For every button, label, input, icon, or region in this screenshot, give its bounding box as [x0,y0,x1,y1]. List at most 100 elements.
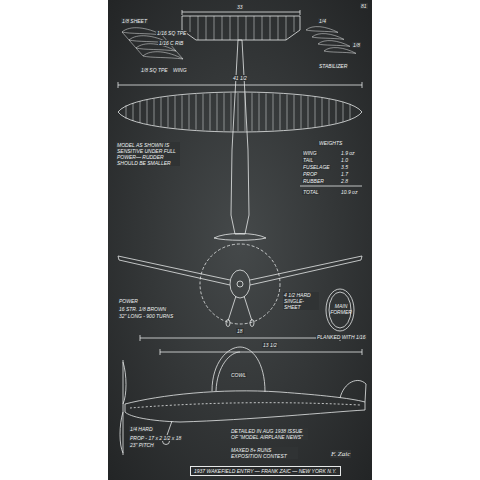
annotation: RUBBER [302,178,325,184]
wheel [250,320,254,327]
annotation: MAXED 8+ RUNS EXPOSITION CONTEST [230,447,298,459]
rib-strokes [122,16,356,131]
wing-rib-perspective [143,52,183,59]
spar [122,32,143,56]
annotation: PROP [302,171,318,177]
annotation: WEIGHTS [318,140,343,146]
wing-rib [266,93,267,130]
dimension-line [140,338,340,339]
stabilizer-rib-perspective [312,34,344,40]
rudder [340,380,366,402]
wing-rib [224,93,225,131]
wing-rib [196,94,197,129]
wing-rib [343,102,344,122]
dimension-tick [160,349,161,355]
wing-rib [308,96,309,128]
fuselage-side-view [125,391,365,422]
annotation: WING [172,67,188,73]
annotation: 41 1/2 [232,75,248,81]
stabilizer-rib [270,16,271,40]
annotation: MODEL AS SHOWN IS SENSITIVE UNDER FULL P… [116,142,180,166]
stabilizer-rib [254,16,255,40]
annotation: 32" LONG - 900 TURNS [118,313,174,319]
stringer [130,403,360,408]
annotation: 1.0 [340,157,349,163]
dimension-line [160,352,362,353]
annotation: 1/8 [352,42,361,48]
wing-rib [336,100,337,123]
stabilizer-rib [262,16,263,40]
stabilizer-rib-perspective [324,48,356,54]
wing-rib [322,98,323,126]
annotation: 1/8 SQ TPE [140,67,169,73]
stabilizer-rib [294,16,295,32]
wing-rib [259,93,260,131]
annotation: 4 1/2 HARD SINGLE- SHEET [283,292,319,310]
wing-rib [245,93,246,131]
stabilizer-rib [278,16,279,40]
stabilizer-plan [182,16,300,40]
annotation: PROP - 17 x 2 1/2 x 18 [129,435,182,441]
annotation: POWER [118,298,139,304]
annotation: 18 [236,328,244,334]
stabilizer-rib [238,16,239,40]
wing-rib [315,97,316,127]
stabilizer-rib [246,16,247,40]
annotation: STABILIZER [318,63,348,69]
wing-rib [210,94,211,131]
wing-rib [140,101,141,123]
wing-rib [147,100,148,125]
annotation: 33 [236,4,244,10]
spar [162,35,183,59]
wing-rib [252,93,253,131]
wing-rib [161,98,162,127]
wing-plan [118,92,362,132]
propeller-top-view [214,234,266,241]
annotation: MAIN FORMER [329,303,353,315]
annotation: FUSELAGE [302,164,331,170]
wing-rib [238,93,239,131]
annotation: PLANKED WITH 1/16 [316,334,367,340]
stabilizer-rib [230,16,231,40]
annotation: COWL [230,372,247,378]
stabilizer-rib [286,16,287,40]
annotation: 10.9 oz [340,189,358,195]
annotation: 1/4 HARD [129,426,154,432]
wing-rib [168,97,169,128]
propeller-blade [120,362,126,453]
stabilizer-rib [206,16,207,40]
title-block: 1937 WAKEFIELD ENTRY — FRANK ZAIC — NEW … [190,466,341,476]
annotation: 1/8 SHEET [121,18,148,24]
annotation: F. Zaic [330,450,351,458]
annotation: 16 STR. 1/8 BROWN [118,306,167,312]
stabilizer-rib [214,16,215,40]
stabilizer-rib [222,16,223,40]
annotation: 1/4 [318,18,327,24]
wing-rib [280,94,281,130]
wing-rib [126,105,127,119]
wing-rib [301,96,302,129]
wing-rib [231,93,232,131]
stabilizer-rib [190,16,191,32]
annotation: 1.7 [340,171,349,177]
annotation: 1.9 oz [340,150,356,156]
wing-rib [189,95,190,130]
wing-rib [182,95,183,128]
table-rule [300,186,362,187]
propeller-disc [200,244,280,324]
stabilizer-rib [198,16,199,40]
annotation: WING [302,150,318,156]
stabilizer-rib-perspective [306,27,338,33]
wing-rib [133,103,134,121]
annotation: 13 1/2 [262,342,278,348]
dimension-tick [300,10,301,15]
landing-gear [228,296,236,321]
annotation: TOTAL [302,189,320,195]
wing-rib [287,94,288,129]
wing-rib [294,95,295,129]
annotation: TAIL [302,157,314,163]
fuselage-top-view [231,40,249,234]
dimension-tick [182,10,183,15]
